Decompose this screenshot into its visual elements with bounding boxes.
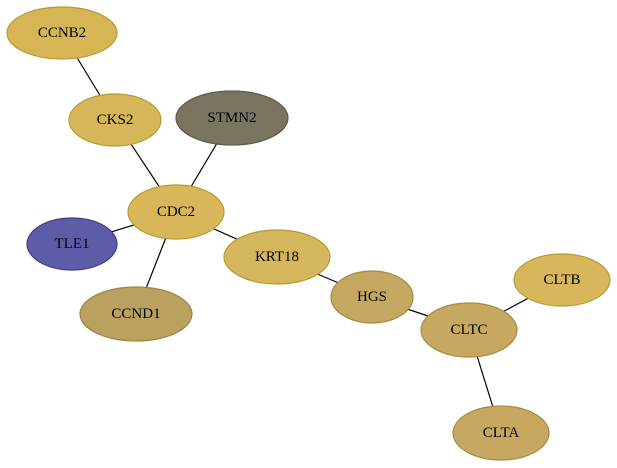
node-cks2[interactable]: CKS2	[68, 93, 162, 147]
node-label: CDC2	[157, 204, 195, 220]
node-shape[interactable]	[330, 270, 414, 324]
node-cdc2[interactable]: CDC2	[127, 184, 225, 240]
node-shape[interactable]	[223, 229, 331, 285]
node-shape[interactable]	[26, 217, 118, 271]
node-label: KRT18	[255, 249, 299, 265]
node-ccnb2[interactable]: CCNB2	[6, 6, 118, 60]
node-stmn2[interactable]: STMN2	[175, 90, 289, 146]
node-shape[interactable]	[420, 302, 518, 358]
node-label: CLTC	[451, 322, 488, 338]
node-shape[interactable]	[513, 253, 611, 307]
node-label: CLTB	[544, 272, 581, 288]
node-cltb[interactable]: CLTB	[513, 253, 611, 307]
node-shape[interactable]	[175, 90, 289, 146]
node-ccnd1[interactable]: CCND1	[79, 286, 193, 342]
node-label: CLTA	[483, 425, 520, 441]
node-shape[interactable]	[452, 405, 550, 461]
node-shape[interactable]	[68, 93, 162, 147]
node-shape[interactable]	[127, 184, 225, 240]
node-clta[interactable]: CLTA	[452, 405, 550, 461]
node-tle1[interactable]: TLE1	[26, 217, 118, 271]
node-label: STMN2	[207, 110, 256, 126]
node-label: CKS2	[97, 112, 134, 128]
node-label: TLE1	[55, 236, 90, 252]
node-shape[interactable]	[79, 286, 193, 342]
node-hgs[interactable]: HGS	[330, 270, 414, 324]
node-shape[interactable]	[6, 6, 118, 60]
node-label: CCNB2	[38, 25, 86, 41]
node-krt18[interactable]: KRT18	[223, 229, 331, 285]
edges-layer	[61, 32, 563, 434]
node-cltc[interactable]: CLTC	[420, 302, 518, 358]
node-label: HGS	[357, 289, 387, 305]
node-label: CCND1	[111, 306, 160, 322]
